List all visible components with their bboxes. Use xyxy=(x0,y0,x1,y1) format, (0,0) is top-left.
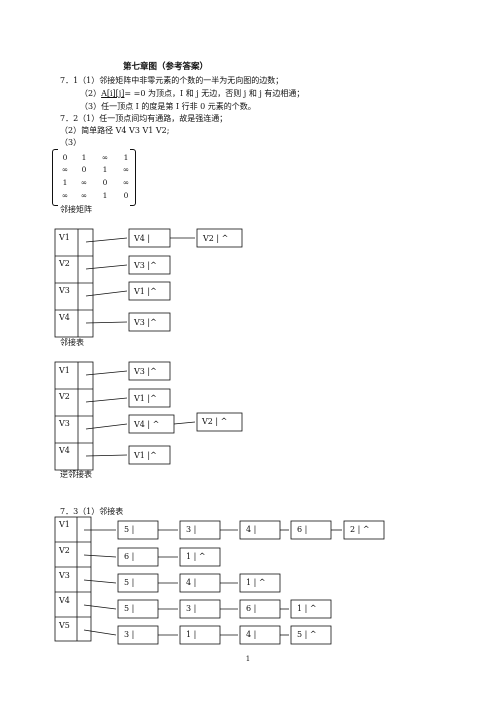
q71-line3: （3）任一顶点 I 的度是第 I 行非 0 元素的个数。 xyxy=(80,102,256,111)
q72-line3: （3） xyxy=(60,138,82,147)
matrix-cell: 1 xyxy=(102,191,108,200)
matrix-cell: ∞ xyxy=(61,191,69,200)
q73-node-label: 4 | xyxy=(246,630,257,639)
inv-arrow xyxy=(85,423,128,430)
adj-arrow xyxy=(85,321,128,324)
q73-vertex-label: V3 xyxy=(59,571,70,580)
q73-node xyxy=(179,547,221,567)
q73-node-label: 6 | xyxy=(297,525,308,534)
adj-node-label: V2 | ^ xyxy=(203,234,229,243)
q73-node-label: 6 | xyxy=(246,604,257,613)
matrix-cell: 0 xyxy=(62,153,68,162)
q71-line1: 7．1（1）邻接矩阵中非零元素的个数的一半为无向图的边数； xyxy=(60,76,284,85)
adj-node xyxy=(128,312,171,332)
matrix-cell: 1 xyxy=(102,165,108,174)
page-title: 第七章图（参考答案） xyxy=(123,62,209,72)
adj-vertex-label: V1 xyxy=(59,233,70,242)
adj-vertex-label: V2 xyxy=(59,259,70,268)
q73-node xyxy=(290,599,332,619)
inv-node-label: V4 | ^ xyxy=(134,420,160,429)
inv-vertex-label: V3 xyxy=(59,419,70,428)
q71-line2-underlined: A[i][j] xyxy=(101,89,125,98)
adj-node-label: V1 |^ xyxy=(134,287,157,296)
q73-node-label: 3 | xyxy=(186,525,197,534)
adj-list-caption: 邻接表 xyxy=(60,338,84,347)
q73-node xyxy=(343,520,385,540)
adj-vertex-label: V4 xyxy=(59,313,70,322)
q73-vertex-label: V1 xyxy=(59,520,70,529)
matrix-cell: 0 xyxy=(123,191,129,200)
adj-node-label: V3 |^ xyxy=(134,318,157,327)
inv-adj-list-caption: 逆邻接表 xyxy=(60,470,92,479)
q73-node-label: 5 | xyxy=(124,604,135,613)
inv-vertex-label: V4 xyxy=(59,446,70,455)
inv-vertex-label: V2 xyxy=(59,392,70,401)
adj-node-label: V4 | xyxy=(134,234,151,243)
inv-node xyxy=(128,445,171,465)
matrix-cell: 0 xyxy=(81,165,87,174)
adj-arrow xyxy=(85,237,128,243)
inv-arrow xyxy=(85,397,128,403)
page-number: 1 xyxy=(245,655,251,663)
q73-vertex-label: V2 xyxy=(59,546,70,555)
matrix-cell: ∞ xyxy=(122,178,130,187)
q73-node xyxy=(290,625,332,645)
q72-line2: （2）简单路径 V4 V3 V1 V2; xyxy=(60,126,170,135)
q73-node-label: 2 | ^ xyxy=(350,525,370,534)
q73-heading: 7．3（1）邻接表 xyxy=(60,507,124,516)
inv-node-label: V1 |^ xyxy=(134,451,157,460)
q73-node-label: 3 | xyxy=(186,604,197,613)
inv-arrow xyxy=(173,421,196,425)
adj-node xyxy=(196,228,243,248)
inv-node-label: V2 | ^ xyxy=(202,417,228,426)
matrix-cell: ∞ xyxy=(61,165,69,174)
matrix-cell: ∞ xyxy=(80,191,88,200)
inv-vertex-label: V1 xyxy=(59,366,70,375)
q73-vertex-label: V5 xyxy=(59,621,70,630)
inv-node xyxy=(128,388,171,408)
adj-arrow xyxy=(85,290,128,297)
q73-node-label: 5 | xyxy=(124,578,135,587)
adj-node-label: V3 |^ xyxy=(134,261,157,270)
q73-node-label: 6 | xyxy=(124,552,135,561)
adj-arrow xyxy=(85,264,128,270)
q73-head-column xyxy=(54,516,92,642)
matrix-cell: 1 xyxy=(62,178,68,187)
q71-line2-prefix: （2） xyxy=(80,89,102,98)
matrix-caption: 邻接矩阵 xyxy=(60,205,92,214)
inv-node xyxy=(196,412,243,432)
q71-line2: （2）A[i][j]= =0 为顶点，I 和 j 无边，否则 j 和 j 有边相… xyxy=(80,89,304,99)
inv-arrow xyxy=(85,454,128,457)
matrix-cell: 0 xyxy=(102,178,108,187)
q73-node-label: 1 | xyxy=(186,630,197,639)
adj-vertex-label: V3 xyxy=(59,286,70,295)
adj-node xyxy=(128,255,171,275)
matrix-right-bracket xyxy=(130,149,136,206)
q73-node-label: 5 | ^ xyxy=(297,630,317,639)
q73-node-label: 4 | xyxy=(246,525,257,534)
adjacency-matrix: 0 1 ∞ 1 ∞ 0 1 ∞ 1 ∞ 0 ∞ ∞ ∞ 1 0 xyxy=(52,149,136,206)
inv-node-label: V3 |^ xyxy=(134,367,157,376)
matrix-left-bracket xyxy=(52,149,58,206)
q73-node-label: 1 | ^ xyxy=(186,552,206,561)
q71-line2-suffix: = =0 为顶点，I 和 j 无边，否则 j 和 j 有边相通； xyxy=(124,89,305,98)
q73-vertex-label: V4 xyxy=(59,596,70,605)
q73-node-label: 5 | xyxy=(124,525,135,534)
matrix-cell: ∞ xyxy=(122,165,130,174)
q73-node xyxy=(239,573,281,593)
q73-node-label: 3 | xyxy=(124,630,135,639)
q73-node-label: 1 | ^ xyxy=(246,578,266,587)
q73-node-label: 4 | xyxy=(186,578,197,587)
matrix-cell: ∞ xyxy=(80,178,88,187)
q72-line1: 7．2（1）任一顶点间均有通路，故是强连通； xyxy=(60,114,228,123)
inv-node-label: V1 |^ xyxy=(134,394,157,403)
matrix-cell: 1 xyxy=(81,153,87,162)
matrix-cell: ∞ xyxy=(101,153,109,162)
inv-arrow xyxy=(85,370,128,376)
matrix-cell: 1 xyxy=(123,153,129,162)
q73-node-label: 1 | ^ xyxy=(297,604,317,613)
inv-node xyxy=(128,361,171,381)
adj-node xyxy=(128,281,171,301)
